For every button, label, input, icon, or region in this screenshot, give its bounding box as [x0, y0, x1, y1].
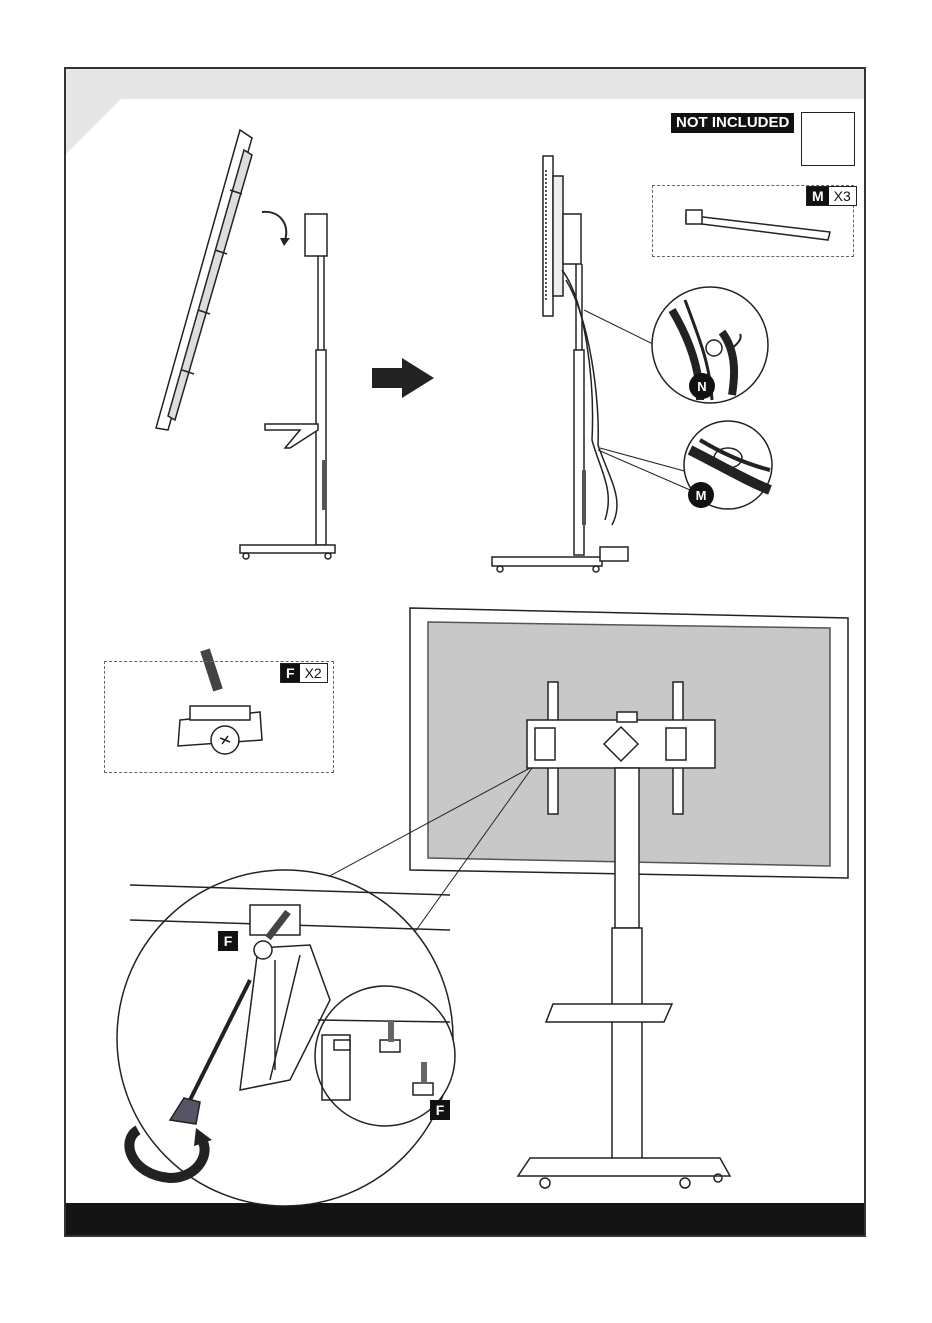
tv-tilted-side-view — [156, 130, 252, 430]
part-quantity: X2 — [300, 664, 327, 682]
not-included-label: NOT INCLUDED — [671, 113, 794, 133]
callout-f-inset: F — [430, 1100, 450, 1120]
part-letter: F — [281, 664, 300, 682]
tool-box — [801, 112, 855, 166]
callout-f-main: F — [218, 931, 238, 951]
callout-n: N — [689, 373, 715, 399]
curved-arrow-icon — [262, 212, 286, 240]
stand-side-view-left — [240, 214, 335, 559]
arrow-right-icon — [372, 358, 434, 398]
part-m-tag: M X3 — [806, 186, 857, 206]
stand-side-view-right — [492, 156, 628, 572]
part-letter: M — [807, 187, 829, 205]
part-f-tag: F X2 — [280, 663, 328, 683]
part-quantity: X3 — [829, 187, 856, 205]
callout-m: M — [688, 482, 714, 508]
